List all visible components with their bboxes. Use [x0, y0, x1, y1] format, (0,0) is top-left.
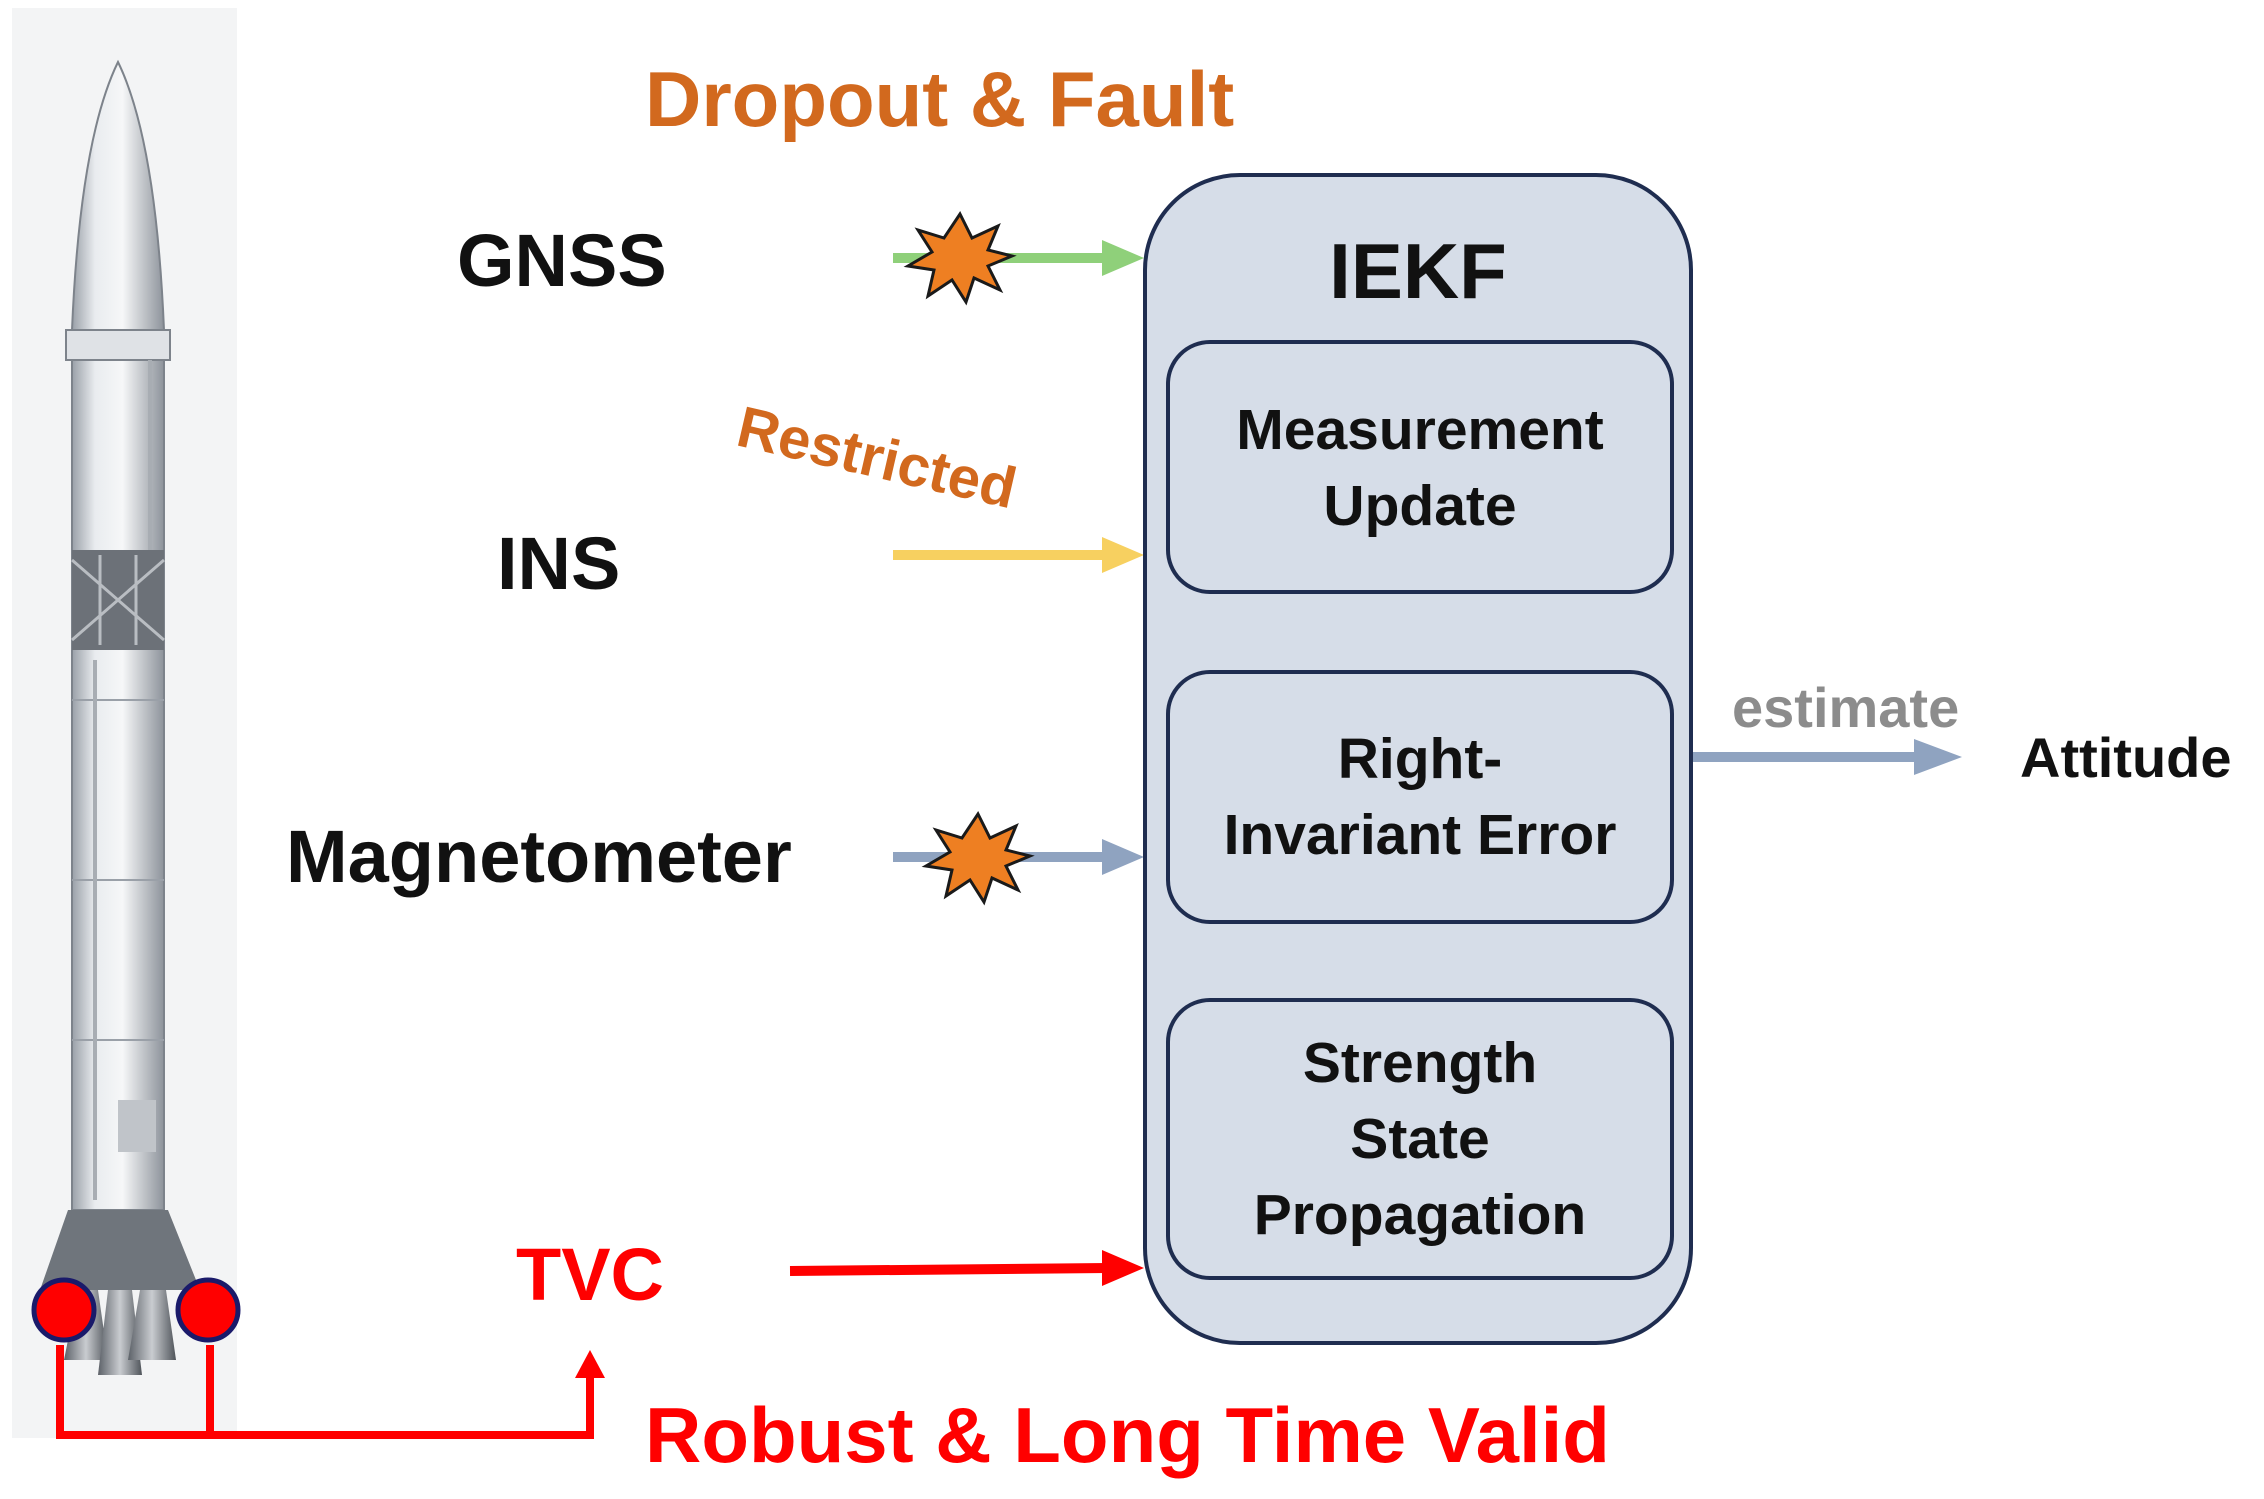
- gnss-label: GNSS: [457, 219, 667, 302]
- red-dot-icon: [175, 1277, 241, 1343]
- right-invariant-error-text: Right- Invariant Error: [1223, 727, 1617, 867]
- rocket-illustration: [12, 8, 237, 1438]
- iekf-title: IEKF: [1329, 227, 1507, 315]
- estimate-label: estimate: [1732, 676, 1960, 739]
- red-dot-icon: [31, 1277, 97, 1343]
- estimate-arrow: [1690, 739, 1962, 775]
- footer-caption: Robust & Long Time Valid: [645, 1391, 1610, 1479]
- attitude-label: Attitude: [2020, 726, 2232, 789]
- header-title: Dropout & Fault: [645, 55, 1235, 143]
- tvc-feedback-path: [56, 1345, 605, 1439]
- ins-label: INS: [497, 522, 621, 605]
- explosion-burst-icon: [903, 211, 1017, 306]
- right-invariant-error-block: [1166, 670, 1674, 924]
- tvc-arrow: [789, 1250, 1144, 1286]
- measurement-update-block: [1166, 340, 1674, 594]
- magnetometer-label: Magnetometer: [286, 815, 792, 898]
- explosion-burst-icon: [921, 811, 1035, 906]
- measurement-update-text: Measurement Update: [1236, 398, 1604, 538]
- tvc-label: TVC: [516, 1233, 664, 1316]
- state-propagation-text: Strength State Propagation: [1253, 1031, 1587, 1247]
- ins-arrow: [893, 537, 1144, 573]
- state-propagation-block: [1166, 998, 1674, 1280]
